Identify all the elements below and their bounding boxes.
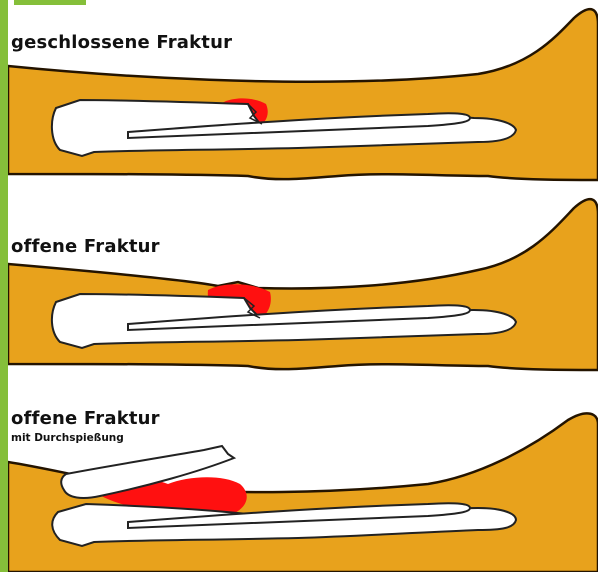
panel-title: offene Fraktur — [11, 236, 160, 257]
panel-title: geschlossene Fraktur — [11, 32, 232, 53]
panel-title: offene Fraktur — [11, 408, 160, 429]
leg-illustration-closed — [8, 0, 598, 190]
panel-open-fracture: offene Fraktur — [8, 190, 598, 380]
accent-bar — [0, 0, 8, 572]
leg-illustration-open — [8, 190, 598, 380]
panel-open-fracture-protrusion: offene Fraktur mit Durchspießung — [8, 380, 598, 572]
panel-closed-fracture: geschlossene Fraktur — [8, 0, 598, 190]
panel-subtitle: mit Durchspießung — [11, 432, 124, 444]
